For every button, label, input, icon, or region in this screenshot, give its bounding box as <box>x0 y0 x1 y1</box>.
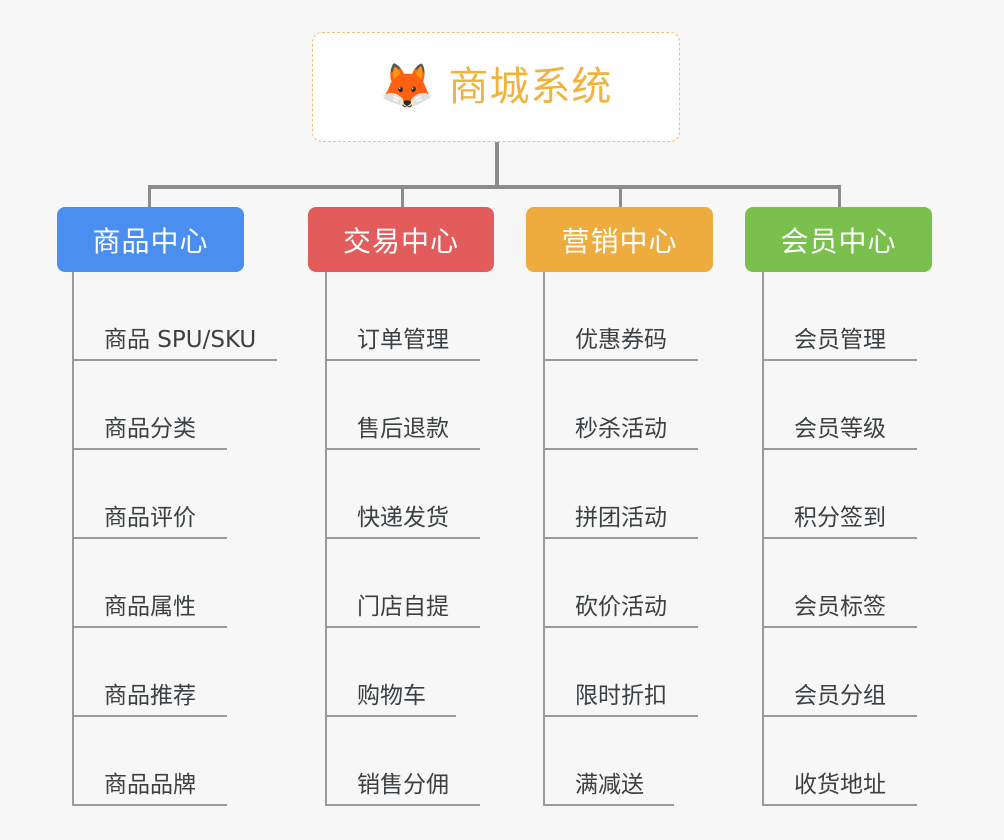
fox-face-icon: 🦊 <box>379 61 435 112</box>
leaf-underline <box>72 448 227 450</box>
leaf-item[interactable]: 会员分组 <box>762 628 917 717</box>
leaf-underline <box>543 448 698 450</box>
leaf-label: 商品评价 <box>104 505 196 531</box>
leaf-item[interactable]: 销售分佣 <box>325 717 480 806</box>
leaf-label: 商品推荐 <box>104 683 196 709</box>
leaf-label: 会员分组 <box>794 683 886 709</box>
leaf-label: 积分签到 <box>794 505 886 531</box>
leaf-label: 优惠券码 <box>575 327 667 353</box>
leaf-label: 快递发货 <box>357 505 449 531</box>
leaf-item[interactable]: 砍价活动 <box>543 539 698 628</box>
leaf-underline <box>325 359 480 361</box>
branch-connector-1 <box>148 185 151 209</box>
leaf-underline <box>325 448 480 450</box>
leaf-underline <box>325 537 480 539</box>
column-trunk-line <box>325 272 327 806</box>
leaf-label: 售后退款 <box>357 416 449 442</box>
root-node[interactable]: 🦊 商城系统 <box>312 32 680 142</box>
leaf-underline <box>762 804 917 806</box>
leaf-item[interactable]: 会员等级 <box>762 361 917 450</box>
leaf-label: 会员标签 <box>794 594 886 620</box>
leaf-underline <box>543 537 698 539</box>
leaf-label: 会员等级 <box>794 416 886 442</box>
column-trunk-line <box>72 272 74 806</box>
branch-connector-2 <box>401 185 404 209</box>
category-box-marketing-center[interactable]: 营销中心 <box>526 207 713 272</box>
category-box-member-center[interactable]: 会员中心 <box>745 207 932 272</box>
leaf-underline <box>325 715 456 717</box>
leaf-item[interactable]: 售后退款 <box>325 361 480 450</box>
leaf-underline <box>762 537 917 539</box>
leaf-item[interactable]: 门店自提 <box>325 539 480 628</box>
leaf-underline <box>72 537 227 539</box>
root-stem-connector <box>495 142 499 187</box>
leaf-label: 商品 SPU/SKU <box>104 327 257 353</box>
branch-connector-4 <box>838 185 841 209</box>
leaf-underline <box>543 715 698 717</box>
root-title: 商城系统 <box>448 64 613 110</box>
leaf-underline <box>543 804 674 806</box>
leaf-underline <box>72 804 227 806</box>
column-trunk-line <box>543 272 545 806</box>
leaf-item[interactable]: 商品 SPU/SKU <box>72 272 277 361</box>
leaf-label: 限时折扣 <box>575 683 667 709</box>
category-box-product-center[interactable]: 商品中心 <box>57 207 244 272</box>
leaf-underline <box>762 448 917 450</box>
branch-connector-3 <box>619 185 622 209</box>
leaf-item[interactable]: 优惠券码 <box>543 272 698 361</box>
leaf-underline <box>325 804 480 806</box>
leaf-item[interactable]: 商品推荐 <box>72 628 256 717</box>
leaf-item[interactable]: 快递发货 <box>325 450 480 539</box>
leaf-item[interactable]: 商品分类 <box>72 361 256 450</box>
leaf-underline <box>762 715 917 717</box>
leaf-underline <box>762 359 917 361</box>
leaf-column-marketing-center: 优惠券码 秒杀活动 拼团活动 砍价活动 限时折扣 满减送 <box>543 272 698 806</box>
leaf-item[interactable]: 订单管理 <box>325 272 480 361</box>
leaf-underline <box>325 626 480 628</box>
leaf-item[interactable]: 会员管理 <box>762 272 917 361</box>
leaf-label: 商品品牌 <box>104 772 196 798</box>
leaf-underline <box>543 359 698 361</box>
leaf-item[interactable]: 商品评价 <box>72 450 256 539</box>
leaf-underline <box>72 626 227 628</box>
leaf-label: 收货地址 <box>794 772 886 798</box>
leaf-item[interactable]: 限时折扣 <box>543 628 698 717</box>
leaf-item[interactable]: 秒杀活动 <box>543 361 698 450</box>
leaf-item[interactable]: 商品属性 <box>72 539 256 628</box>
column-trunk-line <box>762 272 764 806</box>
leaf-item[interactable]: 满减送 <box>543 717 674 806</box>
leaf-label: 订单管理 <box>357 327 449 353</box>
leaf-underline <box>72 359 277 361</box>
leaf-label: 门店自提 <box>357 594 449 620</box>
leaf-label: 商品分类 <box>104 416 196 442</box>
leaf-column-product-center: 商品 SPU/SKU 商品分类 商品评价 商品属性 商品推荐 商品品牌 <box>72 272 277 806</box>
leaf-item[interactable]: 商品品牌 <box>72 717 256 806</box>
leaf-item[interactable]: 拼团活动 <box>543 450 698 539</box>
leaf-label: 砍价活动 <box>575 594 667 620</box>
leaf-underline <box>72 715 227 717</box>
leaf-item[interactable]: 积分签到 <box>762 450 917 539</box>
leaf-column-trade-center: 订单管理 售后退款 快递发货 门店自提 购物车 销售分佣 <box>325 272 480 806</box>
leaf-underline <box>762 626 917 628</box>
leaf-label: 拼团活动 <box>575 505 667 531</box>
leaf-column-member-center: 会员管理 会员等级 积分签到 会员标签 会员分组 收货地址 <box>762 272 917 806</box>
leaf-item[interactable]: 购物车 <box>325 628 456 717</box>
leaf-underline <box>543 626 698 628</box>
leaf-item[interactable]: 会员标签 <box>762 539 917 628</box>
leaf-item[interactable]: 收货地址 <box>762 717 917 806</box>
bus-connector <box>148 185 841 189</box>
leaf-label: 会员管理 <box>794 327 886 353</box>
leaf-label: 购物车 <box>357 683 426 709</box>
leaf-label: 满减送 <box>575 772 644 798</box>
leaf-label: 销售分佣 <box>357 772 449 798</box>
leaf-label: 秒杀活动 <box>575 416 667 442</box>
leaf-label: 商品属性 <box>104 594 196 620</box>
category-box-trade-center[interactable]: 交易中心 <box>308 207 494 272</box>
